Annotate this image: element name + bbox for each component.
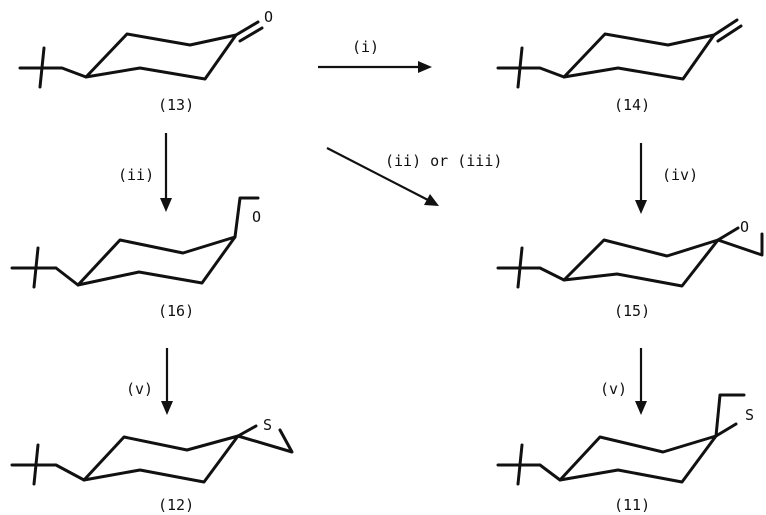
compound-label-15: (15) bbox=[614, 302, 650, 320]
epoxide-ring bbox=[233, 196, 260, 239]
tert-butyl-group bbox=[496, 443, 562, 486]
tert-butyl-group bbox=[10, 246, 80, 289]
reagent-label: (i) bbox=[352, 38, 379, 56]
thiirane-ring bbox=[714, 393, 746, 438]
compound-label-11: (11) bbox=[614, 496, 650, 514]
compound-label-13: (13) bbox=[158, 96, 194, 114]
carbonyl-bond bbox=[234, 20, 264, 43]
cyclohexane-ring bbox=[82, 434, 240, 484]
sulfur-atom: S bbox=[263, 416, 272, 434]
oxygen-atom: O bbox=[252, 208, 261, 226]
tert-butyl-group bbox=[18, 46, 88, 89]
compound-12: S (12) bbox=[10, 416, 294, 514]
arrow-13-to-14: (i) bbox=[318, 38, 432, 73]
cyclohexane-ring bbox=[76, 235, 237, 287]
compound-label-14: (14) bbox=[614, 96, 650, 114]
epoxide-ring bbox=[716, 226, 764, 257]
arrow-13-to-15: (ii) or (iii) bbox=[326, 147, 502, 206]
compound-13: O (13) bbox=[18, 8, 273, 114]
reagent-label: (v) bbox=[600, 380, 627, 398]
tert-butyl-group bbox=[496, 46, 566, 89]
compound-label-12: (12) bbox=[158, 496, 194, 514]
reagent-label: (ii) or (iii) bbox=[385, 152, 502, 170]
arrow-13-to-16: (ii) bbox=[118, 133, 172, 212]
tert-butyl-group bbox=[496, 246, 566, 289]
cyclohexane-ring bbox=[558, 434, 718, 484]
thiirane-ring bbox=[236, 424, 294, 454]
compound-label-16: (16) bbox=[158, 302, 194, 320]
cyclohexane-ring bbox=[562, 238, 720, 288]
compound-11: S (11) bbox=[496, 393, 754, 514]
compound-15: O (15) bbox=[496, 218, 764, 320]
reagent-label: (iv) bbox=[662, 166, 698, 184]
compound-14: (14) bbox=[496, 18, 743, 114]
arrow-14-to-15: (iv) bbox=[635, 143, 698, 214]
tert-butyl-group bbox=[10, 443, 86, 486]
oxygen-atom: O bbox=[740, 218, 749, 236]
methylene-double-bond bbox=[712, 18, 743, 43]
compound-16: O (16) bbox=[10, 196, 261, 320]
arrow-16-to-12: (v) bbox=[126, 348, 173, 415]
sulfur-atom: S bbox=[745, 406, 754, 424]
cyclohexane-ring bbox=[84, 32, 238, 81]
arrow-15-to-11: (v) bbox=[600, 348, 647, 415]
reagent-label: (v) bbox=[126, 380, 153, 398]
oxygen-atom: O bbox=[264, 8, 273, 26]
reagent-label: (ii) bbox=[118, 166, 154, 184]
cyclohexane-ring bbox=[562, 32, 716, 81]
